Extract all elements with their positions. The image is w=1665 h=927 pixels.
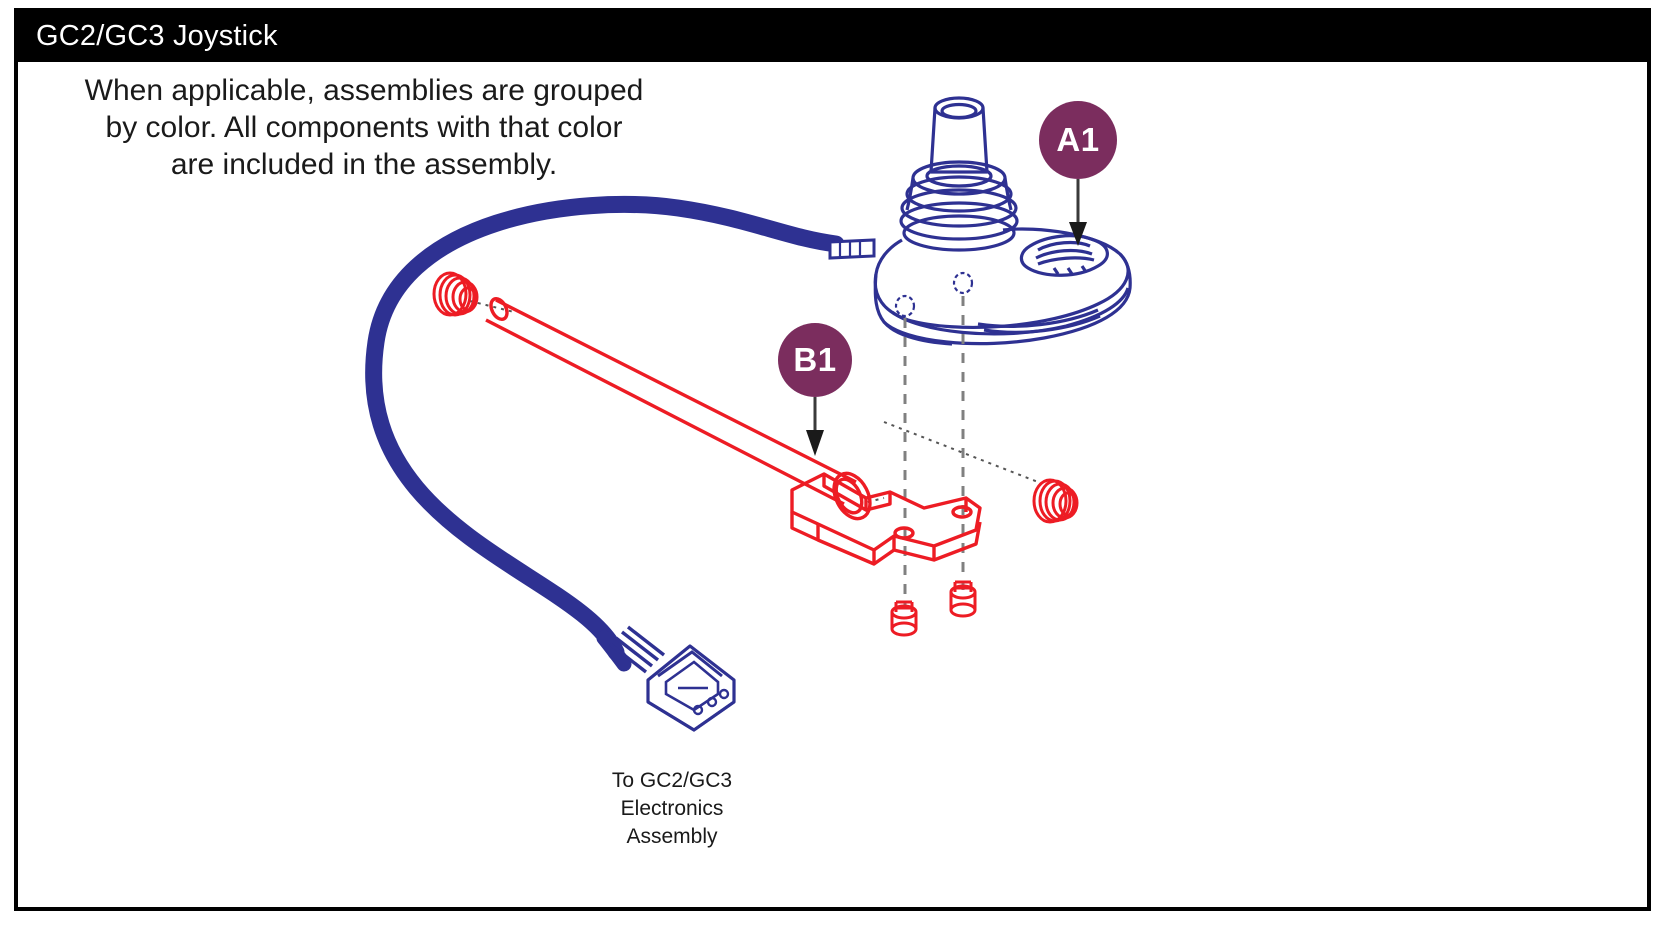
- callout-badge-b1[interactable]: B1: [778, 323, 852, 397]
- callout-badge-b1-label: B1: [793, 341, 837, 378]
- cable-destination-caption: To GC2/GC3 Electronics Assembly: [542, 767, 802, 851]
- parts-diagram-panel: GC2/GC3 Joystick When applicable, assemb…: [14, 8, 1651, 911]
- cap-alignment-lines: [469, 300, 1039, 505]
- cable-connector: [596, 625, 736, 732]
- mounting-tube: [485, 296, 872, 521]
- caption-line-2: Electronics: [620, 796, 724, 820]
- callout-badge-a1-label: A1: [1056, 121, 1100, 158]
- tube-end-cap-left: [432, 271, 479, 317]
- callout-badge-a1[interactable]: A1: [1039, 101, 1117, 179]
- caption-line-3: Assembly: [626, 824, 718, 848]
- bracket-screw-left: [890, 600, 918, 637]
- note-line-3: are included in the assembly.: [170, 148, 558, 182]
- tube-end-cap-right: [1032, 478, 1079, 524]
- joystick-assembly: [873, 96, 1132, 346]
- panel-title-bar: GC2/GC3 Joystick: [18, 12, 1647, 62]
- caption-line-1: To GC2/GC3: [611, 769, 733, 792]
- note-line-2: by color. All components with that color: [105, 111, 623, 145]
- callout-arrow-a1: [1069, 179, 1087, 246]
- joystick-cable: [365, 196, 876, 661]
- bracket-screw-right: [949, 580, 977, 618]
- callout-arrow-b1: [806, 397, 824, 456]
- panel-title: GC2/GC3 Joystick: [36, 20, 278, 52]
- mounting-bracket: [790, 472, 982, 566]
- note-line-1: When applicable, assemblies are grouped: [84, 74, 644, 107]
- exploded-parts-illustration: [365, 96, 1132, 732]
- color-grouping-note: When applicable, assemblies are grouped …: [28, 72, 700, 184]
